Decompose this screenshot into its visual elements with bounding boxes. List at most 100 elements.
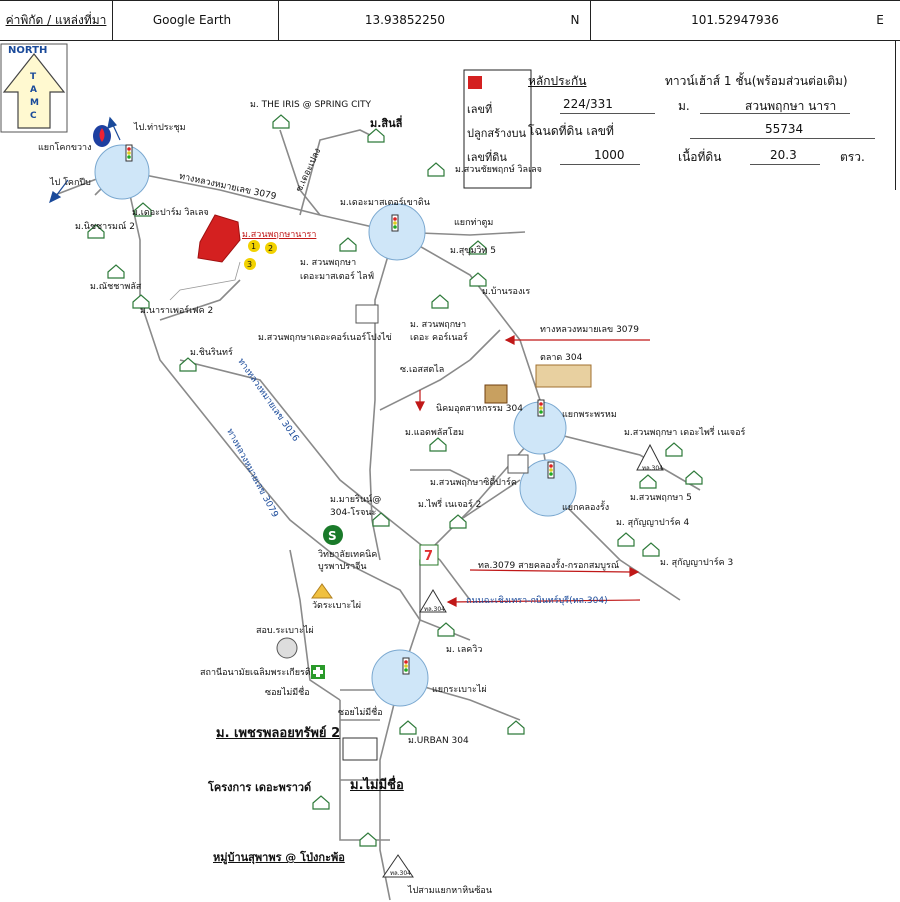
info-area-unit: ตรว. bbox=[840, 150, 865, 164]
label-master-khao-din: ม.เดอะมาสเตอร์เขาดิน bbox=[340, 198, 430, 208]
label-m-plus-home: ม.แอดพลัสโฮม bbox=[405, 428, 465, 438]
label-m-mayrin-2: 304-โรจนะ bbox=[330, 508, 377, 518]
north-letter-a: A bbox=[30, 85, 37, 95]
info-moo-label: ม. bbox=[678, 99, 690, 113]
label-the-iris: ม. THE IRIS @ SPRING CITY bbox=[250, 100, 372, 110]
label-to-hin-son: ไปสามแยกหาหินซ้อน bbox=[408, 886, 492, 896]
info-area-label: เนื้อที่ดิน bbox=[678, 150, 722, 164]
coordinate-header: ค่าพิกัด / แหล่งที่มา Google Earth 13.93… bbox=[0, 0, 900, 190]
legend-label-1: เลขที่ bbox=[467, 103, 493, 116]
market-icon bbox=[535, 364, 592, 388]
label-m-suan-chai: ม.สวนชัยพฤกษ์ วิลเลจ bbox=[455, 165, 542, 175]
label-yaek-tha-toom: แยกท่าตูม bbox=[454, 218, 494, 228]
label-ban-rong: ม.บ้านรองเร bbox=[482, 287, 531, 297]
label-m-no-name: ม.ไม่มีชื่อ bbox=[350, 778, 404, 793]
marker-number-2: 2 bbox=[268, 244, 274, 253]
legend-swatch bbox=[468, 76, 482, 89]
info-project: สวนพฤกษา นารา bbox=[745, 99, 837, 113]
marker-1 bbox=[248, 240, 260, 252]
label-m-lake-view: ม. เลควิว bbox=[446, 645, 483, 655]
coord-label: ค่าพิกัด / แหล่งที่มา bbox=[5, 12, 107, 27]
label-yaek-khlong-rung: แยกคลองรั้ง bbox=[562, 503, 610, 513]
north-letter-c: C bbox=[30, 111, 37, 121]
label-sukanya-4: ม. สุกัญญาปาร์ค 4 bbox=[616, 518, 690, 528]
info-col-label: หลักประกัน bbox=[528, 74, 587, 88]
label-talad-304: ตลาด 304 bbox=[540, 353, 583, 363]
marker-number-3: 3 bbox=[247, 260, 253, 269]
label-tao-rabao: สอบ.ระเบาะไผ่ bbox=[256, 626, 314, 636]
label-tl304-1: ทล.304 bbox=[424, 606, 445, 613]
longitude-value: 101.52947936 bbox=[691, 13, 779, 27]
svg-text:S: S bbox=[328, 529, 337, 543]
north-text: NORTH bbox=[8, 45, 48, 56]
info-house-no: 224/331 bbox=[563, 97, 613, 111]
factory-icon bbox=[484, 384, 508, 404]
school-icon: S bbox=[323, 525, 343, 545]
info-deed-no: 55734 bbox=[765, 122, 804, 136]
info-area-value: 20.3 bbox=[770, 148, 797, 162]
east-suffix: E bbox=[876, 13, 884, 27]
label-nitcharee: ม.นิชชารมณ์ 2 bbox=[75, 222, 135, 232]
label-suan-pruksa-corner-1: ม. สวนพฤกษา bbox=[410, 320, 467, 330]
label-route-3079-bottom: ทล.3079 สายคลองรั้ง-กรอกสมบูรณ์ bbox=[478, 561, 620, 571]
label-soi-es: ซ.เอสสตไล bbox=[400, 365, 445, 375]
north-suffix: N bbox=[570, 13, 580, 27]
label-soi-no-name-2: ซอยไม่มีชื่อ bbox=[338, 708, 383, 718]
label-suan-pruksa-5: ม.สวนพฤกษา 5 bbox=[630, 493, 692, 503]
house-icon bbox=[87, 114, 703, 847]
info-land-no: 1000 bbox=[594, 148, 625, 162]
legend-box bbox=[463, 69, 532, 189]
north-letter-t: T bbox=[30, 72, 37, 82]
label-sukhumvit5: ม.สุขุมวิท 5 bbox=[450, 246, 496, 256]
marker-2 bbox=[265, 242, 277, 254]
hospital-icon bbox=[311, 665, 325, 679]
label-suan-pruksa-nara: ม.สวนพฤกษานารา bbox=[242, 230, 317, 240]
label-the-palm: ม.เดอะปาร์ม วิลเลจ bbox=[132, 208, 209, 218]
svg-text:7: 7 bbox=[424, 549, 433, 564]
label-suphaphorn: หมู่บ้านสุพาพร @ โป่งกะพ้อ bbox=[213, 851, 345, 864]
label-college-1: วิทยาลัยเทคนิค bbox=[318, 550, 378, 560]
source-value: Google Earth bbox=[152, 13, 232, 27]
label-college-2: บูรพาปราจีน bbox=[318, 562, 367, 572]
label-m-mayrin-1: ม.มายรินน์@ bbox=[330, 495, 382, 505]
info-property-type: ทาวน์เฮ้าส์ 1 ชั้น(พร้อมส่วนต่อเติม) bbox=[665, 74, 848, 88]
label-highway-3079-right: ทางหลวงหมายเลข 3079 bbox=[540, 325, 639, 335]
label-suan-pruksa-botree: ม.สวนพฤกษา เดอะไพรี่ เนเจอร์ bbox=[624, 428, 746, 438]
label-road-304: ถนนฉะเชิงเทรา-กบินทร์บุรี(ทล.304) bbox=[466, 596, 608, 606]
label-nikom: นิคมอุตสาหกรรม 304 bbox=[436, 404, 523, 414]
label-suan-pruksa-corner-2: เดอะ คอร์เนอร์ bbox=[410, 333, 468, 343]
label-yaek-rabao: แยกระเบาะไผ่ bbox=[432, 685, 487, 695]
label-yaek-khok-khwang: แยกโคกขวาง bbox=[38, 143, 92, 153]
legend-label-3: เลขที่ดิน bbox=[467, 151, 507, 164]
latitude-value: 13.93852250 bbox=[364, 13, 446, 27]
info-deed-label: โฉนดที่ดิน เลขที่ bbox=[528, 124, 614, 138]
label-temple: วัดระเบาะไผ่ bbox=[312, 601, 362, 611]
label-to-khok-pip: ไป โคกปีบ bbox=[50, 178, 91, 188]
seven-eleven-icon: 7 bbox=[419, 544, 439, 566]
traffic-light-icon bbox=[125, 144, 555, 675]
label-tl304-2: ทล.304 bbox=[390, 870, 411, 877]
ptt-icon bbox=[93, 125, 111, 147]
north-arrow-icon bbox=[0, 43, 68, 133]
label-m-urban: ม.URBAN 304 bbox=[408, 736, 469, 746]
label-naraa-2: ม.นาราเพอร์เฟค 2 bbox=[140, 306, 214, 316]
blue-arrows bbox=[49, 116, 121, 204]
label-suan-pruksa-corner-bp: ม.สวนพฤกษาเดอะคอร์เนอร์โปงไข่ bbox=[258, 333, 392, 343]
label-yaek-phra-phrom: แยกพระพรหม bbox=[562, 410, 617, 420]
label-soi-no-name-1: ซอยไม่มีชื่อ bbox=[265, 688, 310, 698]
legend-label-2: ปลูกสร้างบน bbox=[467, 127, 527, 140]
red-arrows bbox=[415, 335, 650, 607]
highway-sign-icon bbox=[382, 443, 664, 878]
label-m-chinnin: ม.ชินรินทร์ bbox=[190, 348, 233, 358]
label-project-the-pride: โครงการ เดอะพราวด์ bbox=[208, 781, 312, 794]
label-tl304-3: ทล.304 bbox=[642, 465, 663, 472]
label-sukanya-3: ม. สุกัญญาปาร์ค 3 bbox=[660, 558, 734, 568]
building-icon bbox=[342, 304, 529, 761]
label-m-phet: ม. เพชรพลอยทรัพย์ 2 bbox=[216, 726, 341, 741]
label-to-tha-prachum: ไป.ท่าประชุม bbox=[134, 123, 186, 133]
marker-3 bbox=[244, 258, 256, 270]
temple-icon bbox=[311, 583, 333, 599]
label-suan-pruksa-city: ม.สวนพฤกษาซิตี้ปาร์ค bbox=[430, 478, 517, 488]
label-prairie-2: ม.ไพรี่ เนเจอร์ 2 bbox=[418, 500, 482, 510]
